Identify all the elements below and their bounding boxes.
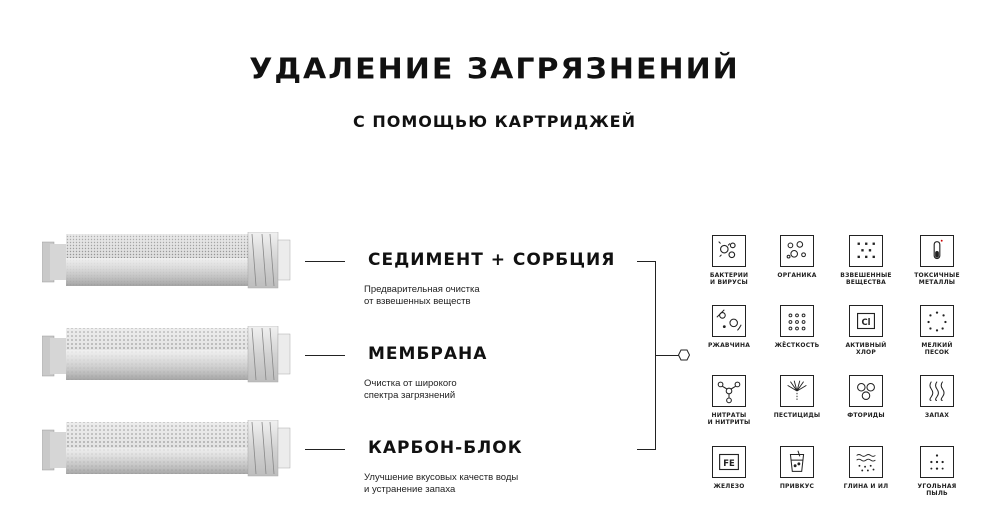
contaminant-label: ЗАПАХ: [924, 412, 950, 419]
clay-icon: [849, 446, 883, 478]
connector-line-2: [305, 355, 345, 356]
cartridge-desc-carbon: Улучшение вкусовых качеств воды и устран…: [364, 472, 519, 495]
cup-icon: [780, 446, 814, 478]
coal-dust-icon: [920, 446, 954, 478]
spray-icon: [780, 375, 814, 407]
odor-icon: [920, 375, 954, 407]
page-title: УДАЛЕНИЕ ЗАГРЯЗНЕНИЙ: [249, 52, 740, 87]
svg-text:FE: FE: [723, 458, 735, 468]
contaminant-label: ЖЁСТКОСТЬ: [774, 342, 820, 349]
bracket-stem: [655, 355, 679, 356]
cartridge-label-carbon: КАРБОН-БЛОК: [368, 438, 523, 458]
contaminant-label: ФТОРИДЫ: [847, 412, 885, 419]
organics-icon: [780, 235, 814, 267]
hexagon-node-icon: [678, 349, 690, 361]
cartridge-label-sediment: СЕДИМЕНТ + СОРБЦИЯ: [368, 250, 616, 270]
rust-icon: [712, 305, 746, 337]
membrane-cartridge: [42, 326, 291, 383]
hardness-icon: [780, 305, 814, 337]
page-subtitle: С ПОМОЩЬЮ КАРТРИДЖЕЙ: [353, 112, 636, 131]
suspended-solids-icon: [849, 235, 883, 267]
bracket-top: [637, 261, 655, 262]
molecule-icon: [712, 375, 746, 407]
connector-line-3: [305, 449, 345, 450]
contaminant-label: РЖАВЧИНА: [707, 342, 751, 349]
contaminant-label: ПЕСТИЦИДЫ: [773, 412, 821, 419]
cartridge-label-membrane: МЕМБРАНА: [368, 344, 488, 364]
carbon-block-cartridge: [42, 420, 291, 477]
contaminant-label: ПРИВКУС: [779, 483, 815, 490]
cartridge-desc-sediment: Предварительная очистка от взвешенных ве…: [364, 284, 480, 307]
bracket-bottom: [637, 449, 655, 450]
svg-text:Cl: Cl: [861, 317, 870, 327]
cartridge-desc-membrane: Очистка от широкого спектра загрязнений: [364, 378, 457, 401]
contaminant-label: ЖЕЛЕЗО: [713, 483, 745, 490]
test-tube-icon: [920, 235, 954, 267]
connector-line-1: [305, 261, 345, 262]
iron-icon: FE: [712, 446, 746, 478]
bacteria-icon: [712, 235, 746, 267]
contaminant-label: ГЛИНА И ИЛ: [843, 483, 889, 490]
sand-icon: [920, 305, 954, 337]
chlorine-icon: Cl: [849, 305, 883, 337]
fluoride-icon: [849, 375, 883, 407]
sediment-cartridge: [42, 232, 291, 289]
contaminant-label: ОРГАНИКА: [777, 272, 817, 279]
